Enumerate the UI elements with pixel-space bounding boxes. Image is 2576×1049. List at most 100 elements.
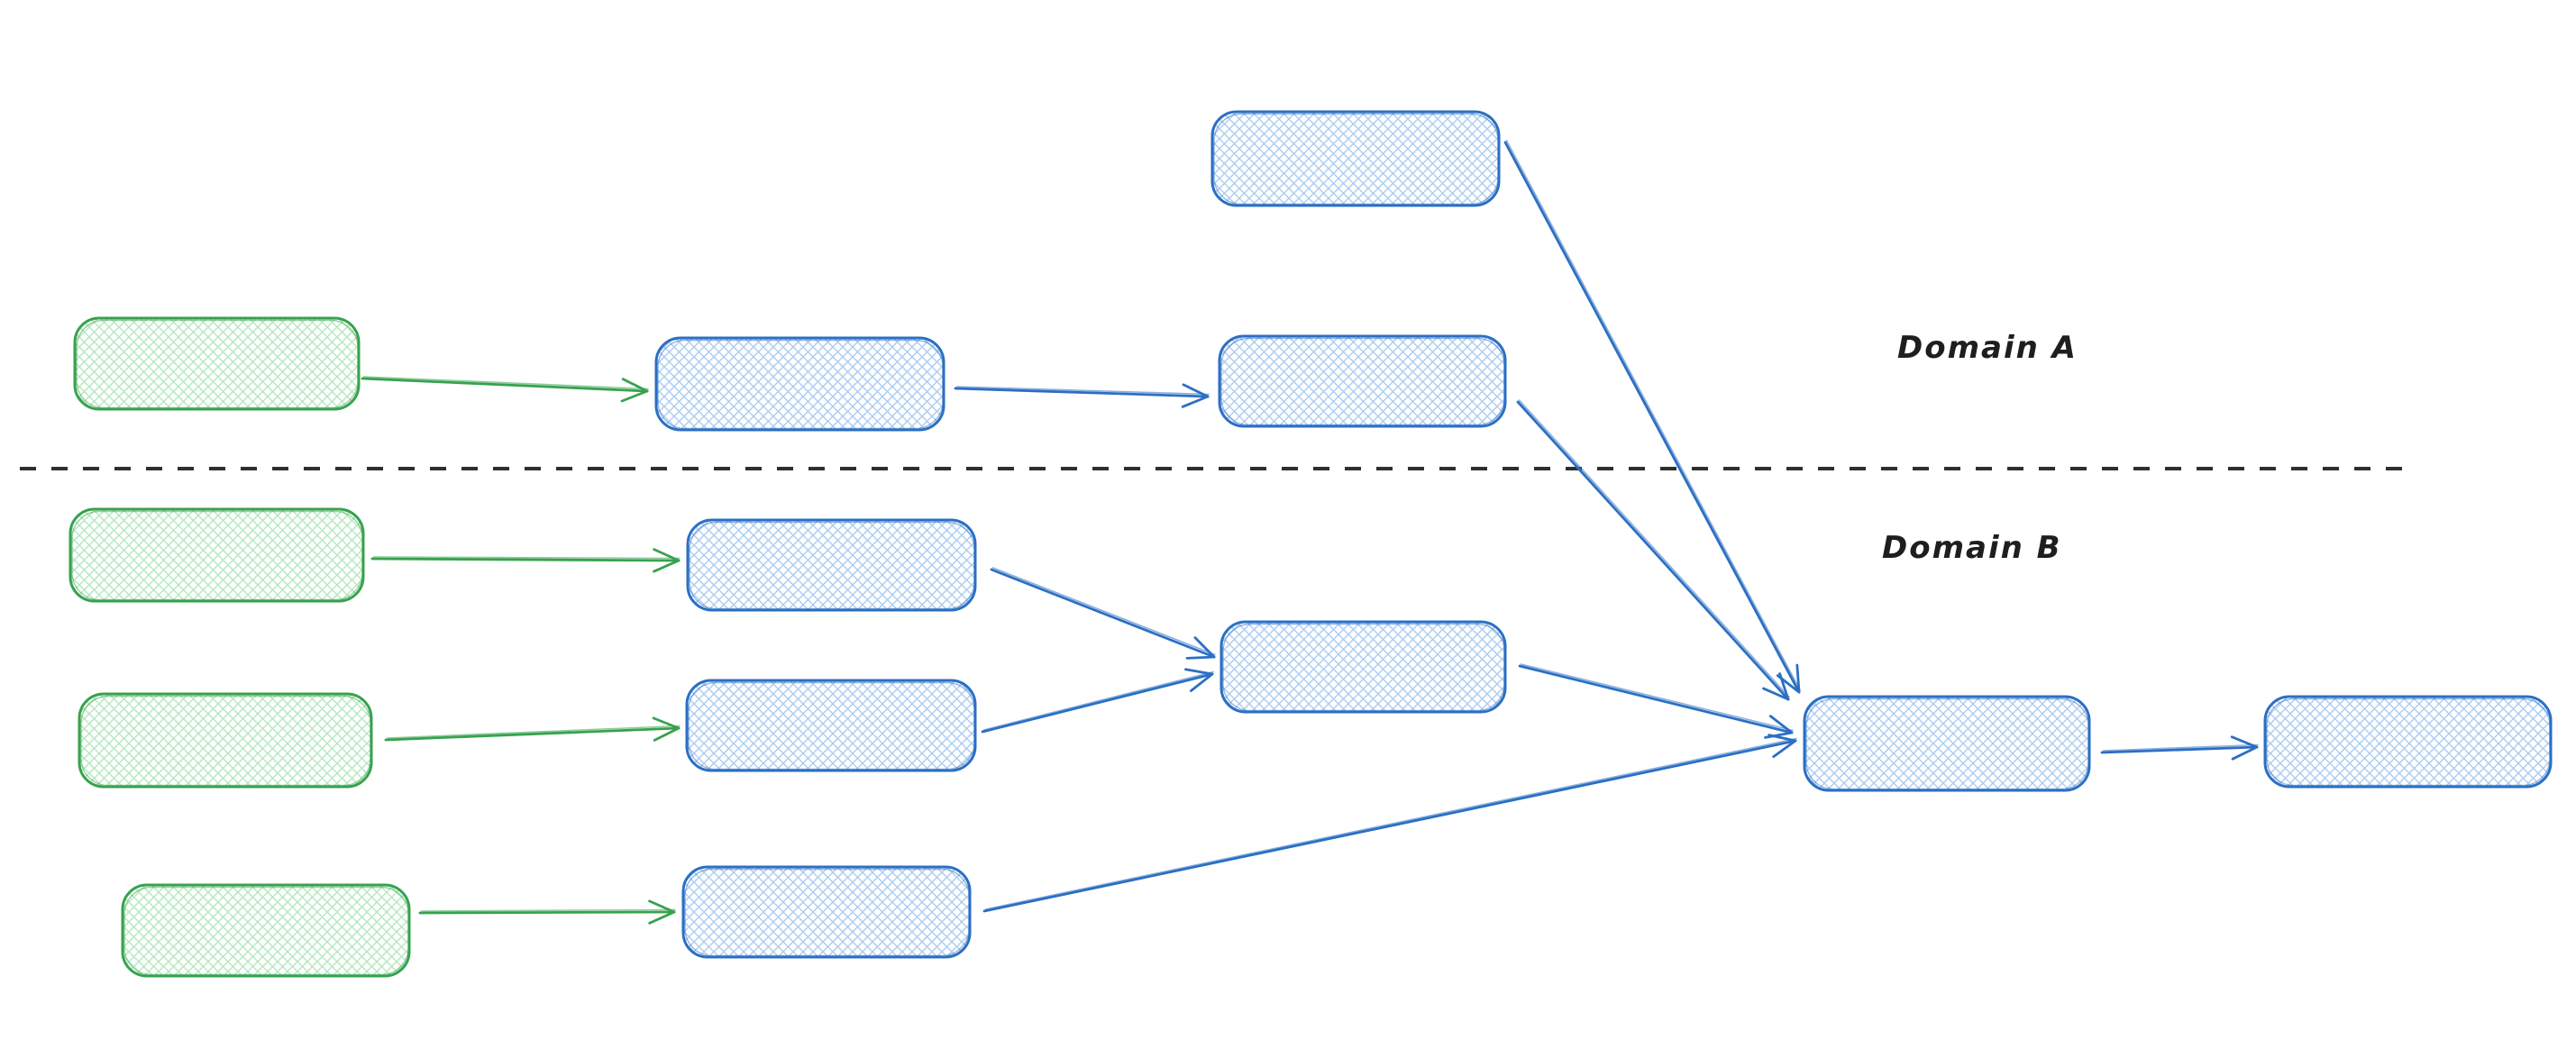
node-domain-b3-mid[interactable]: [681, 865, 972, 959]
node-domain-b-converge[interactable]: [1219, 620, 1507, 714]
arrow-a-mid-to-a-right-arrowhead-upper: [1182, 383, 1210, 398]
arrow-b3-mid-to-merge-arrowhead-lower: [1772, 739, 1797, 759]
node-final-box-echo: [2266, 698, 2551, 787]
node-domain-a-mid[interactable]: [654, 336, 945, 432]
arrow-b3-mid-to-merge-stroke-echo: [984, 737, 1797, 910]
arrow-b1-source-to-b1-mid-stroke-echo: [372, 556, 681, 560]
arrow-a-right-to-merge-stroke-echo: [1518, 399, 1790, 698]
arrow-merge-to-final-arrowhead-upper: [2230, 735, 2259, 749]
node-domain-b1-mid[interactable]: [686, 518, 977, 612]
node-domain-b2-source-box-echo: [80, 695, 371, 787]
node-domain-b1-source[interactable]: [69, 507, 365, 603]
arrow-a-right-to-merge-shaft: [1516, 400, 1790, 701]
arrow-b1-source-to-b1-mid-shaft: [370, 557, 681, 562]
node-domain-b3-source-box-echo: [123, 886, 409, 976]
node-domain-a-source-box-echo: [76, 319, 359, 409]
arrow-a-right-to-merge[interactable]: [1516, 399, 1790, 701]
arrow-a-source-to-a-mid-shaft: [361, 377, 649, 393]
arrow-a-mid-to-a-right-stroke-echo: [955, 386, 1210, 396]
arrow-b3-source-to-b3-mid-arrowhead-lower: [648, 910, 676, 925]
arrow-b1-source-to-b1-mid[interactable]: [370, 548, 681, 573]
arrow-b2-mid-to-converge-arrowhead-lower: [1190, 672, 1214, 692]
arrow-b1-source-to-b1-mid-arrowhead-lower: [653, 559, 681, 573]
arrow-converge-to-merge[interactable]: [1518, 663, 1794, 739]
arrow-a-source-to-a-mid-stroke-echo: [362, 376, 649, 390]
arrow-a-mid-to-a-right-shaft: [954, 387, 1210, 398]
node-domain-b3-source-box: [121, 883, 411, 978]
arrow-b3-source-to-b3-mid[interactable]: [418, 899, 676, 925]
arrow-b2-mid-to-converge-stroke-echo: [982, 670, 1214, 731]
arrow-b2-source-to-b2-mid-stroke-echo: [386, 725, 681, 739]
arrow-converge-to-merge-arrowhead-lower: [1764, 731, 1794, 739]
arrow-a-top-to-merge-arrowhead-upper: [1795, 663, 1801, 694]
node-merge-box-echo: [1805, 698, 2089, 790]
node-domain-b2-source[interactable]: [78, 692, 373, 789]
node-domain-b3-mid-box: [681, 865, 972, 959]
arrow-b1-mid-to-converge-shaft: [990, 568, 1216, 659]
arrow-b3-mid-to-merge-arrowhead-upper: [1768, 734, 1797, 743]
arrow-b2-mid-to-converge-shaft: [981, 672, 1214, 734]
arrow-b3-source-to-b3-mid-shaft: [418, 910, 676, 915]
arrow-a-mid-to-a-right-arrowhead-lower: [1181, 395, 1210, 408]
arrow-merge-to-final-shaft: [2100, 745, 2259, 754]
node-domain-a-mid-box-echo: [657, 339, 944, 430]
arrow-b2-mid-to-converge[interactable]: [981, 668, 1214, 734]
node-final-box: [2263, 695, 2553, 789]
node-domain-b-converge-box: [1219, 620, 1507, 714]
node-domain-b3-mid-box-echo: [684, 868, 970, 957]
arrow-converge-to-merge-stroke-echo: [1520, 663, 1794, 732]
arrow-a-top-to-merge[interactable]: [1503, 140, 1801, 694]
node-domain-a-top-box-echo: [1213, 113, 1499, 205]
node-merge-box: [1803, 695, 2091, 792]
arrow-converge-to-merge-shaft: [1518, 664, 1794, 734]
arrow-b3-mid-to-merge[interactable]: [982, 734, 1797, 913]
node-domain-a-source-box: [73, 316, 361, 411]
arrow-converge-to-merge-arrowhead-upper: [1768, 715, 1794, 734]
arrow-a-source-to-a-mid-arrowhead-lower: [620, 389, 649, 403]
arrow-b1-mid-to-converge-stroke-echo: [991, 567, 1216, 656]
node-domain-b-converge-box-echo: [1222, 623, 1505, 712]
node-domain-a-top[interactable]: [1210, 110, 1501, 207]
arrow-b1-mid-to-converge[interactable]: [990, 567, 1216, 660]
arrow-a-source-to-a-mid[interactable]: [361, 376, 649, 403]
arrow-b2-source-to-b2-mid-arrowhead-lower: [653, 726, 681, 742]
node-domain-a-right[interactable]: [1218, 334, 1507, 428]
node-domain-b3-source[interactable]: [121, 883, 411, 978]
arrow-b2-source-to-b2-mid-arrowhead-upper: [652, 716, 681, 730]
domain-b-label[interactable]: Domain B: [1882, 530, 2062, 566]
arrow-a-top-to-merge-stroke-echo: [1505, 140, 1801, 691]
node-domain-b2-mid[interactable]: [685, 679, 977, 772]
node-domain-a-mid-box: [654, 336, 945, 432]
arrow-a-source-to-a-mid-arrowhead-upper: [621, 378, 649, 393]
arrow-merge-to-final[interactable]: [2100, 735, 2259, 761]
arrow-b2-mid-to-converge-arrowhead-upper: [1184, 668, 1214, 676]
arrow-b3-source-to-b3-mid-stroke-echo: [420, 908, 676, 912]
arrow-a-mid-to-a-right[interactable]: [954, 383, 1210, 408]
node-merge[interactable]: [1803, 695, 2091, 792]
node-domain-b2-source-box: [78, 692, 373, 789]
node-domain-b1-source-box: [69, 507, 365, 603]
domain-a-label[interactable]: Domain A: [1897, 330, 2078, 366]
node-domain-a-source[interactable]: [73, 316, 361, 411]
arrow-b3-mid-to-merge-shaft: [982, 739, 1797, 913]
arrow-a-right-to-merge-arrowhead-lower: [1762, 687, 1790, 701]
arrow-a-right-to-merge-arrowhead-upper: [1778, 672, 1790, 701]
arrow-b2-source-to-b2-mid[interactable]: [384, 716, 681, 742]
node-domain-b2-mid-box: [685, 679, 977, 772]
node-domain-b2-mid-box-echo: [688, 681, 975, 771]
node-domain-a-right-box-echo: [1220, 337, 1505, 426]
node-domain-b1-mid-box-echo: [689, 521, 975, 610]
node-final[interactable]: [2263, 695, 2553, 789]
arrow-b2-source-to-b2-mid-shaft: [384, 726, 681, 742]
node-domain-b1-mid-box: [686, 518, 977, 612]
arrow-b3-source-to-b3-mid-arrowhead-upper: [648, 899, 676, 914]
node-domain-a-top-box: [1210, 110, 1501, 207]
arrow-b1-mid-to-converge-arrowhead-upper: [1193, 636, 1216, 659]
arrow-merge-to-final-arrowhead-lower: [2231, 745, 2259, 761]
arrow-a-top-to-merge-shaft: [1503, 141, 1801, 694]
node-domain-b1-source-box-echo: [71, 510, 363, 601]
arrow-merge-to-final-stroke-echo: [2102, 743, 2259, 752]
node-domain-a-right-box: [1218, 334, 1507, 428]
